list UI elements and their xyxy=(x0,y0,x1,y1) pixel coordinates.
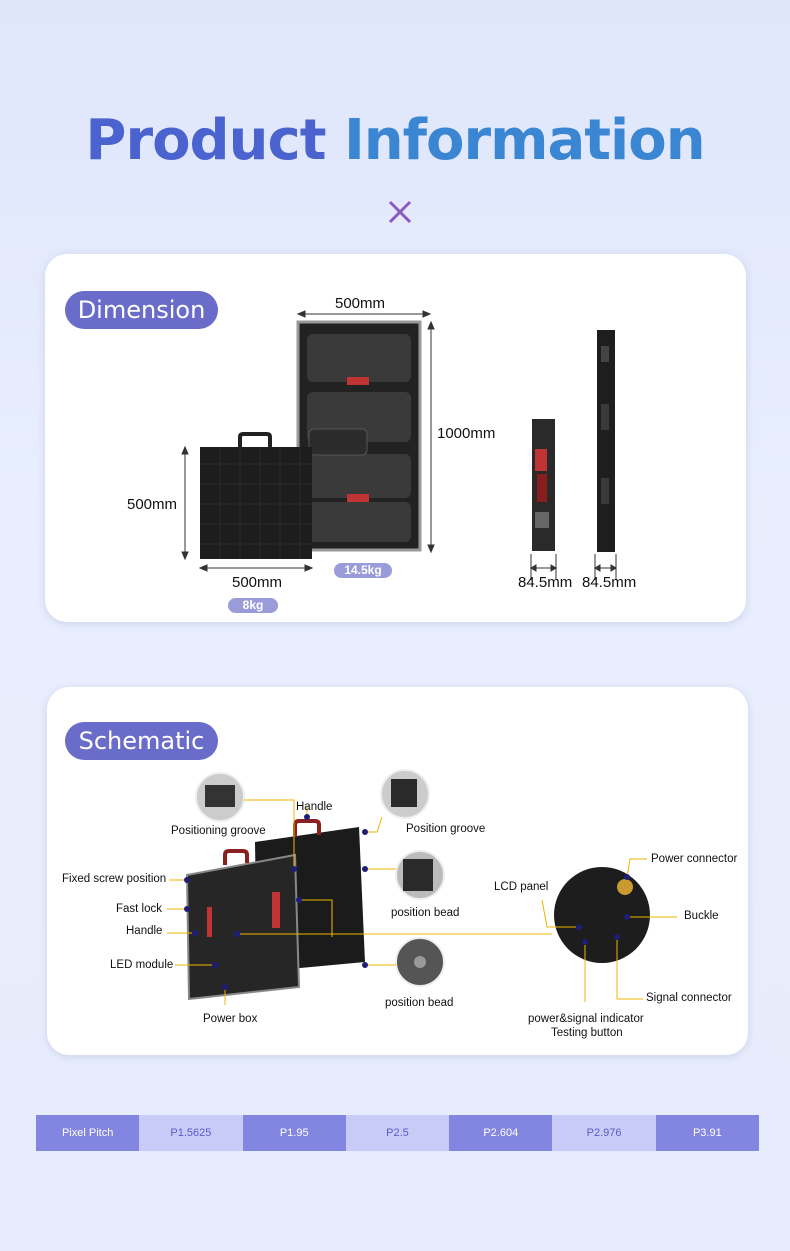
pixel-pitch-cell: P1.95 xyxy=(242,1115,346,1151)
weight-badge-small: 8kg xyxy=(228,598,278,613)
label-handle-top: Handle xyxy=(296,801,333,813)
label-indicator: power&signal indicator xyxy=(528,1013,644,1025)
label-fixed-screw: Fixed screw position xyxy=(62,873,167,885)
schematic-illustration xyxy=(167,769,677,1005)
label-position-groove: Position groove xyxy=(406,823,486,835)
dim-height-right: 1000mm xyxy=(437,425,496,442)
title-word-2: Information xyxy=(343,108,706,173)
pixel-pitch-cell: P2.5 xyxy=(345,1115,450,1151)
pixel-pitch-cell: P2.604 xyxy=(449,1115,553,1151)
label-buckle: Buckle xyxy=(684,910,719,922)
pixel-pitch-cell: P3.91 xyxy=(655,1115,759,1151)
dimension-pill: Dimension xyxy=(65,291,218,329)
dim-depth-2: 84.5mm xyxy=(582,574,637,591)
label-testing-button: Testing button xyxy=(551,1027,623,1039)
label-lcd-panel: LCD panel xyxy=(494,881,549,893)
label-led-module: LED module xyxy=(110,959,174,971)
label-fast-lock: Fast lock xyxy=(116,903,163,915)
dim-depth-1: 84.5mm xyxy=(518,574,573,591)
dim-module-height: 500mm xyxy=(127,496,178,513)
pixel-pitch-header: Pixel Pitch xyxy=(36,1115,140,1151)
title-word-1: Product xyxy=(85,108,326,173)
label-power-connector: Power connector xyxy=(651,853,738,865)
label-power-box: Power box xyxy=(203,1013,258,1025)
label-handle: Handle xyxy=(126,925,163,937)
label-position-bead-1: position bead xyxy=(391,907,460,919)
page-title: Product Information xyxy=(0,108,790,173)
dim-width-top: 500mm xyxy=(335,295,386,312)
close-x-icon xyxy=(388,200,412,224)
pixel-pitch-cell: P1.5625 xyxy=(139,1115,243,1151)
label-position-bead-2: position bead xyxy=(385,997,454,1009)
label-positioning-groove: Positioning groove xyxy=(171,825,266,837)
pixel-pitch-cell: P2.976 xyxy=(552,1115,656,1151)
weight-badge-large: 14.5kg xyxy=(334,563,392,578)
schematic-pill: Schematic xyxy=(65,722,218,760)
dimension-illustration xyxy=(181,310,617,580)
label-signal-connector: Signal connector xyxy=(646,992,732,1004)
dim-module-width: 500mm xyxy=(232,574,283,591)
pixel-pitch-table: Pixel Pitch P1.5625 P1.95 P2.5 P2.604 P2… xyxy=(36,1115,759,1151)
